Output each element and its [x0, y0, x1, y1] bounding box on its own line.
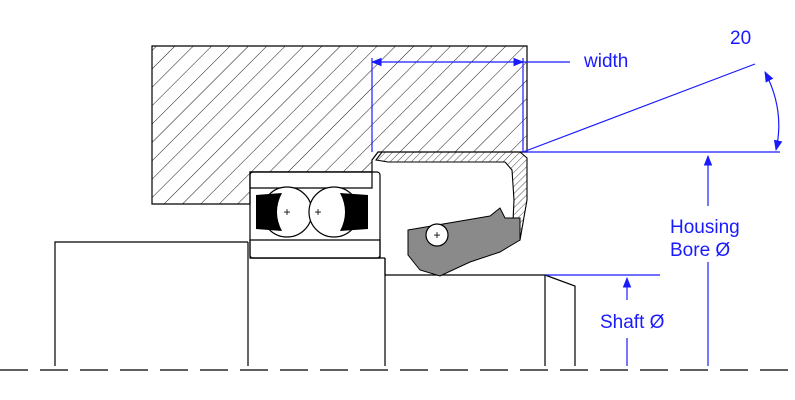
width-dimension: [370, 57, 570, 152]
housing-block: [151, 45, 528, 205]
housing-bore-label-line1: Housing: [670, 217, 740, 238]
bearing-seal-left: [256, 193, 282, 231]
angle-dimension: [522, 63, 783, 153]
width-label: width: [583, 51, 628, 72]
shaft-outline: [54, 241, 576, 366]
svg-text:+: +: [433, 228, 440, 242]
svg-text:+: +: [283, 205, 290, 219]
angle-label: 20: [730, 28, 751, 49]
shaft-label: Shaft Ø: [600, 312, 665, 333]
bearing-seal-right: [340, 193, 368, 231]
seal-lip: [407, 207, 521, 277]
bearing: + +: [249, 171, 381, 259]
svg-text:+: +: [314, 205, 321, 219]
housing-bore-label-line2: Bore Ø: [670, 240, 730, 261]
garter-spring: [425, 223, 449, 247]
shaft-dimension: [545, 274, 660, 366]
